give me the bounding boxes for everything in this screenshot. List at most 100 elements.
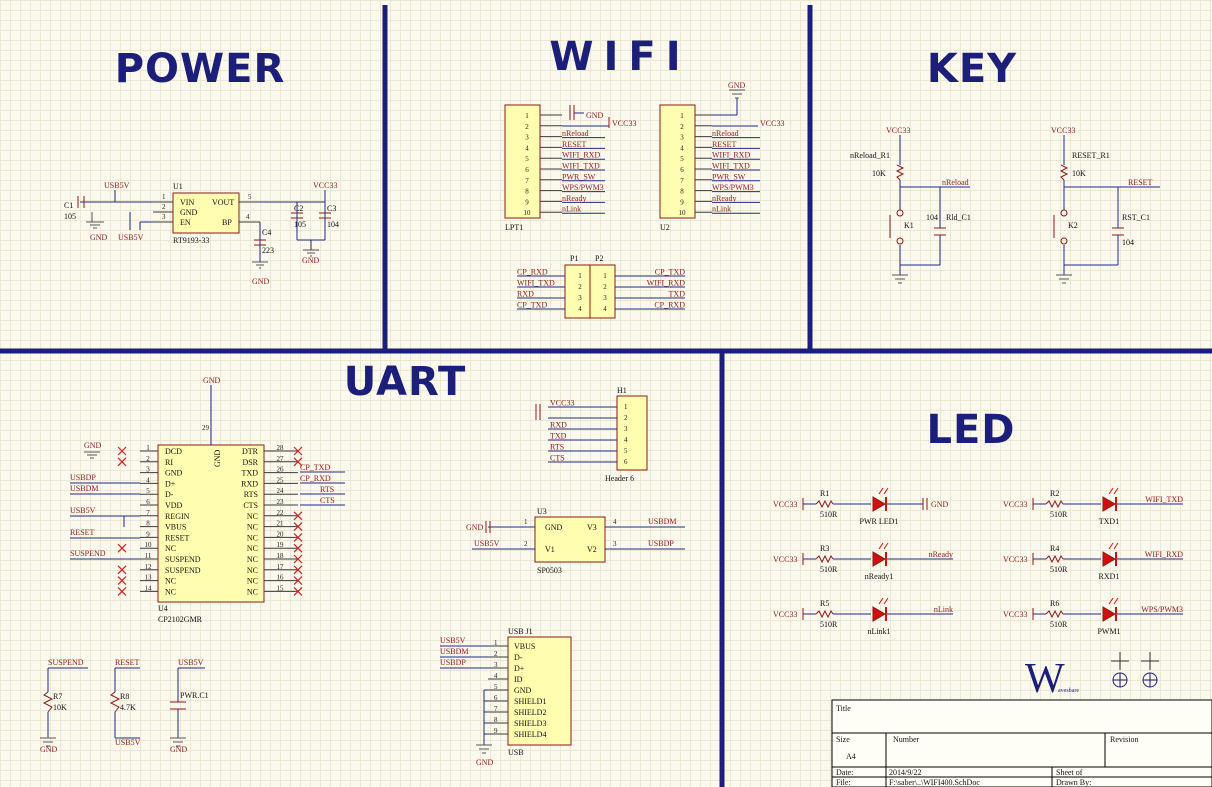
u4-right-pin-number: 16 bbox=[277, 574, 285, 582]
p2-pin-number: 3 bbox=[603, 294, 607, 302]
u4-left-pin-number: 7 bbox=[146, 509, 150, 517]
usb-j1-connector bbox=[507, 636, 572, 746]
tb-file-label: File: bbox=[836, 778, 851, 787]
u2-net-label: nReady bbox=[712, 194, 736, 203]
lpt1-net-label: nReload bbox=[562, 129, 589, 138]
lpt1-net-label: WIFI_TXD bbox=[562, 162, 600, 171]
power-net-usb5v-en: USB5V bbox=[118, 233, 144, 242]
u4-right-pin-label: NC bbox=[247, 587, 258, 596]
u2-pin-number: 3 bbox=[680, 134, 684, 142]
u2-pin-number: 1 bbox=[680, 112, 684, 120]
u4-left-pin-label: D+ bbox=[165, 479, 176, 488]
u4-left-pin-label: NC bbox=[165, 544, 176, 553]
section-title-uart: UART bbox=[344, 359, 467, 405]
section-title-power: POWER bbox=[115, 46, 286, 92]
usb-pin-number: 4 bbox=[494, 672, 498, 680]
c4-designator: C4 bbox=[262, 228, 271, 237]
u4-left-pin-label: VBUS bbox=[165, 523, 186, 532]
tb-date-value: 2014/9/22 bbox=[889, 768, 921, 777]
u2-pin-number: 5 bbox=[680, 155, 684, 163]
key-vcc33-1: VCC33 bbox=[886, 126, 910, 135]
u4-left-pin-label: RESET bbox=[165, 533, 190, 542]
lpt1-pin-number: 8 bbox=[525, 188, 529, 196]
power-gnd-3: GND bbox=[302, 256, 320, 265]
bottom-net-gnd-2: GND bbox=[170, 745, 188, 754]
usb-net-usbdm: USBDM bbox=[440, 647, 468, 656]
section-dividers bbox=[0, 5, 1212, 787]
usb-pin-number: 7 bbox=[494, 705, 498, 713]
u4-chip-body bbox=[157, 444, 265, 603]
lpt1-net-vcc33: VCC33 bbox=[612, 119, 636, 128]
u2-net-label: RESET bbox=[712, 140, 737, 149]
bottom-net-usb5v-2: USB5V bbox=[115, 738, 141, 747]
key-vcc33-2: VCC33 bbox=[1051, 126, 1075, 135]
r7-value: 10K bbox=[53, 703, 67, 712]
u2-pin-number: 2 bbox=[680, 123, 684, 131]
u1-regulator-body bbox=[172, 192, 240, 234]
u4-right-pin-number: 18 bbox=[277, 552, 285, 560]
u2-net-label: WPS/PWM3 bbox=[712, 183, 754, 192]
h1-net-label: CTS bbox=[550, 454, 565, 463]
u4-left-pin-number: 13 bbox=[145, 574, 153, 582]
p1-designator: P1 bbox=[570, 254, 578, 263]
u2-pin-number: 8 bbox=[680, 188, 684, 196]
p1-net-label: CP_RXD bbox=[517, 268, 548, 277]
u4-right-pin-number: 26 bbox=[277, 466, 285, 474]
u4-right-pin-label: TXD bbox=[242, 469, 259, 478]
no-connect-icon bbox=[117, 543, 127, 553]
led-diode-icon bbox=[1102, 597, 1119, 622]
c3-value: 104 bbox=[327, 220, 339, 229]
uart-net-suspend: SUSPEND bbox=[70, 549, 106, 558]
led-vcc-label: VCC33 bbox=[1003, 610, 1027, 619]
led-diode-designator: PWM1 bbox=[1097, 627, 1120, 636]
key-c1: Rld_C1 bbox=[946, 213, 971, 222]
lpt1-pin-number: 6 bbox=[525, 166, 529, 174]
u4-left-pin-number: 11 bbox=[145, 552, 152, 560]
key-section: VCC33 VCC33 nReload_R1 10K nReload K1 Rl… bbox=[850, 126, 1160, 284]
p2-designator: P2 bbox=[595, 254, 603, 263]
h1-designator: H1 bbox=[617, 386, 627, 395]
p1-pin-number: 3 bbox=[578, 294, 582, 302]
no-connect-icon bbox=[293, 446, 303, 456]
lpt1-pin-number: 9 bbox=[525, 198, 529, 206]
led-vcc-label: VCC33 bbox=[773, 500, 797, 509]
u4-right-pin-number: 21 bbox=[277, 520, 285, 528]
led-diode-icon bbox=[1102, 542, 1119, 567]
tb-drawn-label: Drawn By: bbox=[1056, 778, 1091, 787]
led-diode-designator: nReady1 bbox=[865, 572, 893, 581]
logo-letter: W bbox=[1025, 656, 1065, 702]
u4-right-pin-number: 17 bbox=[277, 563, 285, 571]
r8-value: 4.7K bbox=[120, 703, 136, 712]
key-c2: RST_C1 bbox=[1122, 213, 1150, 222]
u4-right-pin-number: 22 bbox=[277, 509, 285, 517]
p1-pin-number: 1 bbox=[578, 272, 582, 280]
u4-part: CP2102GMR bbox=[158, 615, 203, 624]
u4-right-pin-number: 25 bbox=[277, 476, 285, 484]
bottom-net-suspend: SUSPEND bbox=[48, 658, 84, 667]
lpt1-net-label: WIFI_RXD bbox=[562, 151, 600, 160]
c1-designator: C1 bbox=[64, 201, 73, 210]
key-net-nreload: nReload bbox=[942, 178, 969, 187]
section-title-wifi: WIFI bbox=[549, 34, 690, 80]
lpt1-pin-number: 2 bbox=[525, 123, 529, 131]
p1-header bbox=[564, 264, 591, 319]
led-diode-icon bbox=[872, 597, 889, 622]
bottom-net-usb5v: USB5V bbox=[178, 658, 204, 667]
lpt1-pin-number: 3 bbox=[525, 134, 529, 142]
uart-net-rts: RTS bbox=[320, 485, 334, 494]
led-resistor-designator: R5 bbox=[820, 599, 829, 608]
u4-right-pin-label: NC bbox=[247, 512, 258, 521]
u4-designator: U4 bbox=[158, 604, 168, 613]
key-r1: nReload_R1 bbox=[850, 151, 890, 160]
u4-right-pin-label: CTS bbox=[243, 501, 258, 510]
uart-net-gnd: GND bbox=[84, 441, 102, 450]
led-resistor-designator: R4 bbox=[1050, 544, 1059, 553]
u4-right-pin-number: 19 bbox=[277, 541, 285, 549]
u1-pin-gnd: GND bbox=[180, 208, 198, 217]
h1-pin-number: 1 bbox=[624, 403, 628, 411]
no-connect-icon bbox=[117, 576, 127, 586]
section-title-led: LED bbox=[926, 407, 1015, 453]
tb-number-label: Number bbox=[893, 735, 920, 744]
